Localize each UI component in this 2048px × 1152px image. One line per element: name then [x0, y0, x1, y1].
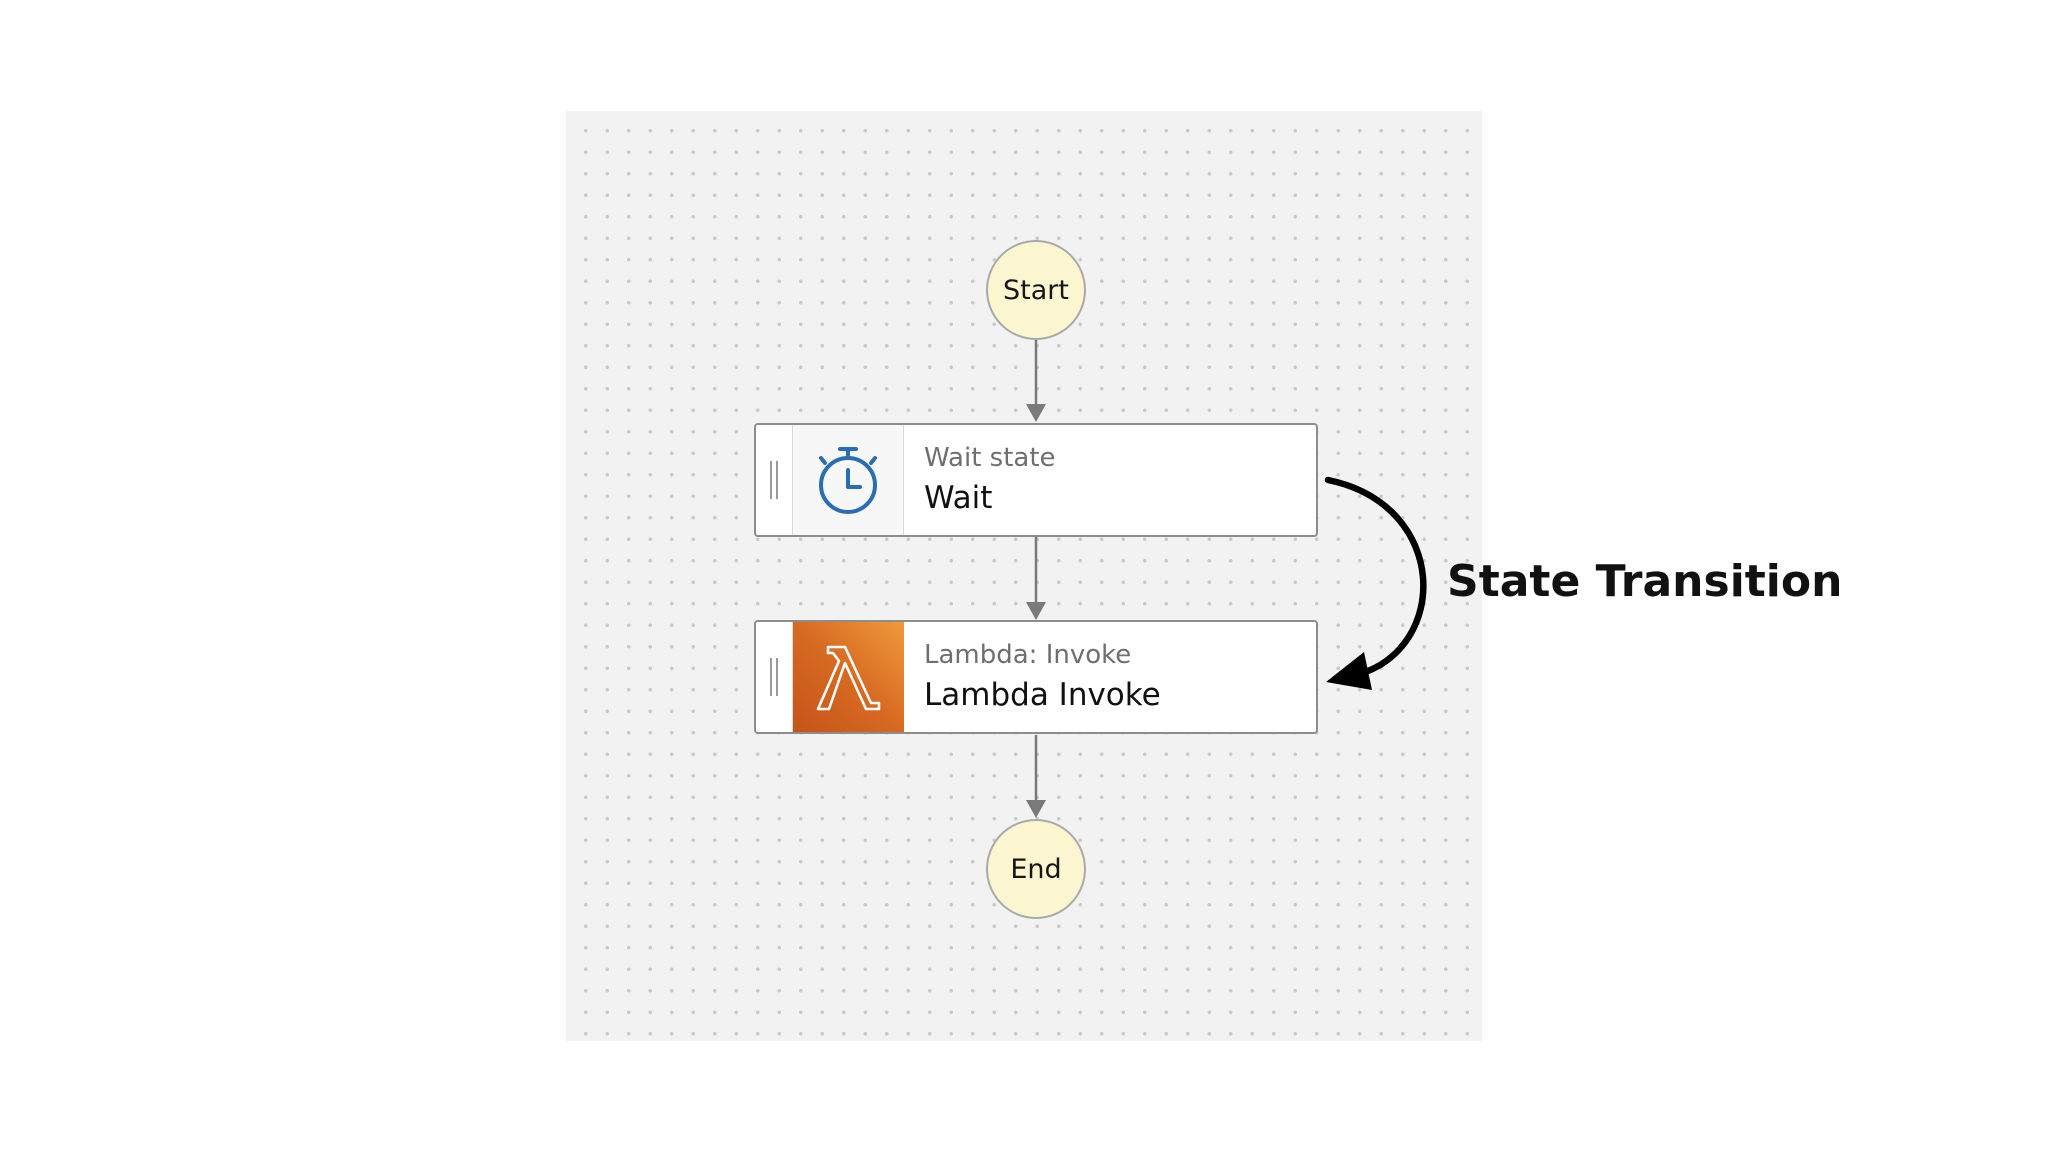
grip-line: [776, 461, 778, 499]
start-node[interactable]: Start: [986, 240, 1086, 340]
lambda-text-block: Lambda: Invoke Lambda Invoke: [904, 622, 1161, 732]
wait-text-block: Wait state Wait: [904, 425, 1056, 535]
drag-handle[interactable]: [756, 622, 793, 732]
grip-line: [776, 658, 778, 696]
state-name-label: Wait: [924, 480, 993, 516]
stopwatch-icon: [819, 447, 877, 514]
wait-icon-cell: [793, 425, 904, 535]
lambda-icon: [816, 645, 880, 711]
end-label: End: [1010, 853, 1062, 885]
state-wait[interactable]: Wait state Wait: [754, 423, 1318, 537]
grip-line: [770, 658, 772, 696]
state-transition-annotation: State Transition: [1447, 556, 1843, 607]
drag-handle[interactable]: [756, 425, 793, 535]
grip-line: [770, 461, 772, 499]
state-lambda-invoke[interactable]: Lambda: Invoke Lambda Invoke: [754, 620, 1318, 734]
lambda-icon-cell: [793, 622, 904, 732]
state-type-label: Lambda: Invoke: [924, 639, 1132, 670]
end-node[interactable]: End: [986, 819, 1086, 919]
start-label: Start: [1003, 274, 1069, 306]
state-name-label: Lambda Invoke: [924, 677, 1161, 713]
state-type-label: Wait state: [924, 442, 1056, 473]
